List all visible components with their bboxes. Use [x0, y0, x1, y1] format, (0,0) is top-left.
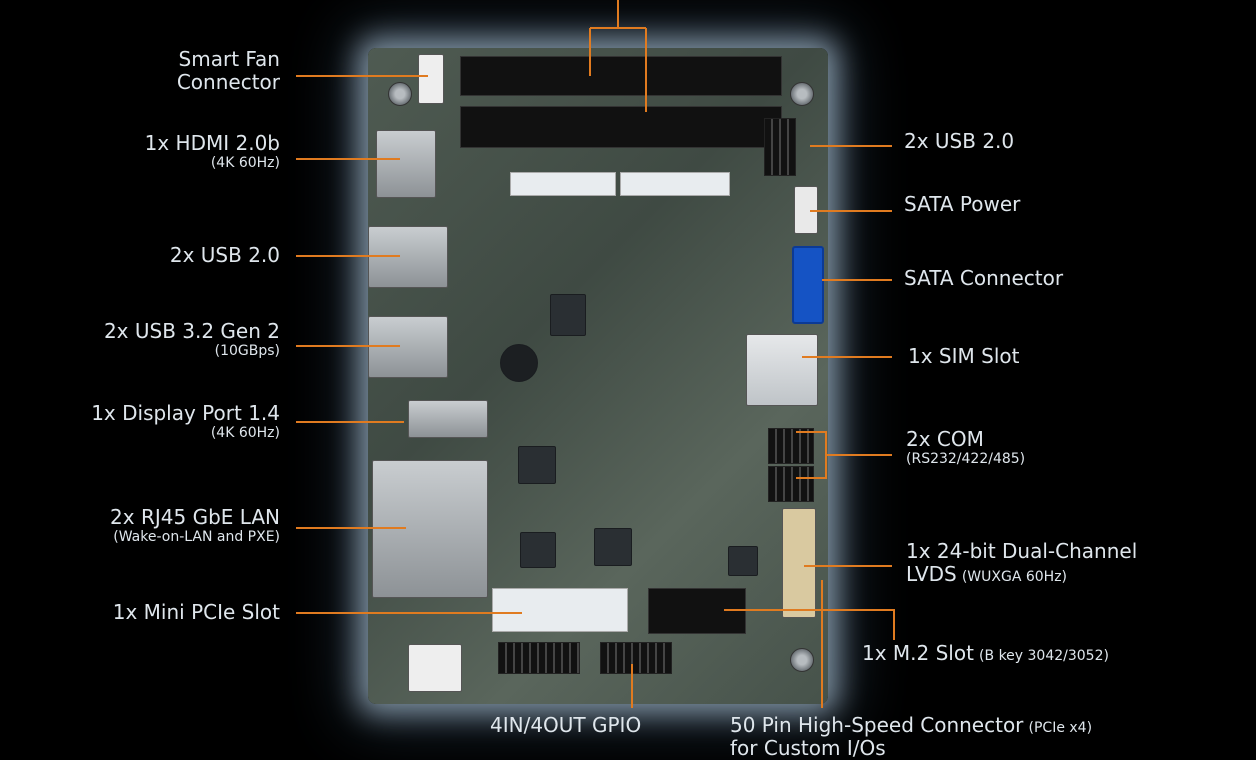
power-connector — [408, 644, 462, 692]
sim-slot — [746, 334, 818, 406]
label-smart-fan-line1: Smart Fan — [178, 47, 280, 71]
label-usb32-main: 2x USB 3.2 Gen 2 — [103, 319, 280, 343]
hdmi-port — [376, 130, 436, 198]
displayport-port — [408, 400, 488, 438]
label-hs-connector-line2: for Custom I/Os — [730, 736, 886, 760]
sodimm-slot-top — [460, 56, 782, 96]
label-sata-power: SATA Power — [904, 193, 1020, 216]
label-rj45-sub: (Wake-on-LAN and PXE) — [113, 529, 280, 545]
chipset-chip — [550, 294, 586, 336]
label-displayport: 1x Display Port 1.4 (4K 60Hz) — [91, 401, 280, 442]
label-minipcie-main: 1x Mini PCIe Slot — [112, 600, 280, 624]
label-hs-connector-line1-sub: (PCIe x4) — [1028, 720, 1093, 736]
label-sim: 1x SIM Slot — [908, 345, 1019, 368]
label-rj45-main: 2x RJ45 GbE LAN — [110, 505, 280, 529]
sata-connector-port — [792, 246, 824, 324]
com-header-1 — [768, 428, 814, 464]
label-gpio-main: 4IN/4OUT GPIO — [490, 713, 642, 737]
lan-chip — [728, 546, 758, 576]
label-com-main: 2x COM — [906, 427, 984, 451]
gpio-header — [600, 642, 672, 674]
label-smart-fan-line2: Connector — [176, 70, 280, 94]
com-header-2 — [768, 466, 814, 502]
label-usb32: 2x USB 3.2 Gen 2 (10GBps) — [103, 319, 280, 360]
motherboard-image — [368, 48, 828, 704]
label-lvds-line1: 1x 24-bit Dual-Channel — [906, 539, 1138, 563]
lvds-connector — [782, 508, 816, 618]
label-hdmi-main: 1x HDMI 2.0b — [144, 131, 280, 155]
usb20-header-right — [764, 118, 796, 176]
label-hs-connector: 50 Pin High-Speed Connector (PCIe x4) fo… — [730, 714, 1092, 760]
label-com-sub: (RS232/422/485) — [906, 451, 1026, 467]
label-m2-sub: (B key 3042/3052) — [979, 648, 1109, 664]
minipcie-slot — [492, 588, 628, 632]
board-sticker-right — [620, 172, 730, 196]
sodimm-slot-bottom — [460, 106, 782, 148]
label-minipcie: 1x Mini PCIe Slot — [113, 601, 280, 624]
label-gpio: 4IN/4OUT GPIO — [490, 714, 641, 737]
label-hdmi: 1x HDMI 2.0b (4K 60Hz) — [144, 131, 280, 172]
label-m2: 1x M.2 Slot (B key 3042/3052) — [862, 642, 1109, 665]
board-sticker-left — [510, 172, 616, 196]
label-hs-connector-line1-main: 50 Pin High-Speed Connector — [730, 713, 1024, 737]
label-sata-connector-main: SATA Connector — [904, 266, 1064, 290]
label-m2-main: 1x M.2 Slot — [862, 641, 974, 665]
usb32-port-stack — [368, 316, 448, 378]
screw-top-right — [790, 82, 814, 106]
label-sata-power-main: SATA Power — [904, 192, 1021, 216]
label-sim-main: 1x SIM Slot — [908, 344, 1020, 368]
label-rj45: 2x RJ45 GbE LAN (Wake-on-LAN and PXE) — [110, 505, 280, 546]
label-usb20-right-main: 2x USB 2.0 — [904, 129, 1015, 153]
label-displayport-sub: (4K 60Hz) — [210, 425, 280, 441]
memory-chip — [520, 532, 556, 568]
leader-m2 — [724, 609, 895, 640]
leader-com-bracket — [796, 431, 827, 479]
label-displayport-main: 1x Display Port 1.4 — [91, 401, 280, 425]
label-hdmi-sub: (4K 60Hz) — [210, 155, 280, 171]
label-smart-fan: Smart Fan Connector — [177, 48, 280, 94]
label-lvds: 1x 24-bit Dual-Channel LVDS (WUXGA 60Hz) — [906, 540, 1137, 586]
label-usb20-left: 2x USB 2.0 — [170, 244, 280, 267]
label-lvds-line2-main: LVDS — [906, 562, 957, 586]
hs-connector-header — [498, 642, 580, 674]
screw-bottom-right — [790, 648, 814, 672]
label-sata-connector: SATA Connector — [904, 267, 1063, 290]
battery-cell — [500, 344, 538, 382]
label-lvds-line2-sub: (WUXGA 60Hz) — [961, 569, 1067, 585]
label-usb32-sub: (10GBps) — [214, 343, 280, 359]
label-usb20-right: 2x USB 2.0 — [904, 130, 1014, 153]
controller-chip — [594, 528, 632, 566]
screw-top-left — [388, 82, 412, 106]
label-com: 2x COM (RS232/422/485) — [906, 427, 1026, 468]
label-usb20-left-main: 2x USB 2.0 — [169, 243, 280, 267]
fan-connector-port — [418, 54, 444, 104]
processor-chip — [518, 446, 556, 484]
